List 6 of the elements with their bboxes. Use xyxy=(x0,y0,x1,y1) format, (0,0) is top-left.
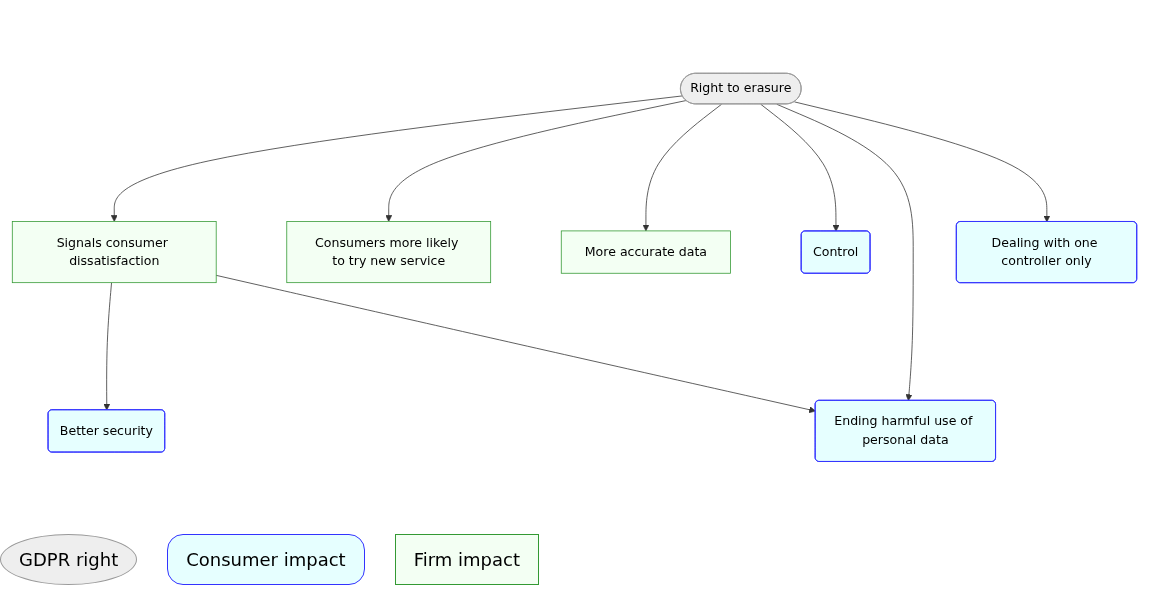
node-box: More accurate data xyxy=(560,230,731,274)
node-box: Consumers more likely to try new service xyxy=(286,220,492,283)
legend-item: Consumer impact xyxy=(167,534,365,585)
legend-item: Firm impact xyxy=(394,534,539,585)
legend-item: GDPR right xyxy=(0,534,138,585)
node-box: Signals consumer dissatisfaction xyxy=(11,220,217,283)
